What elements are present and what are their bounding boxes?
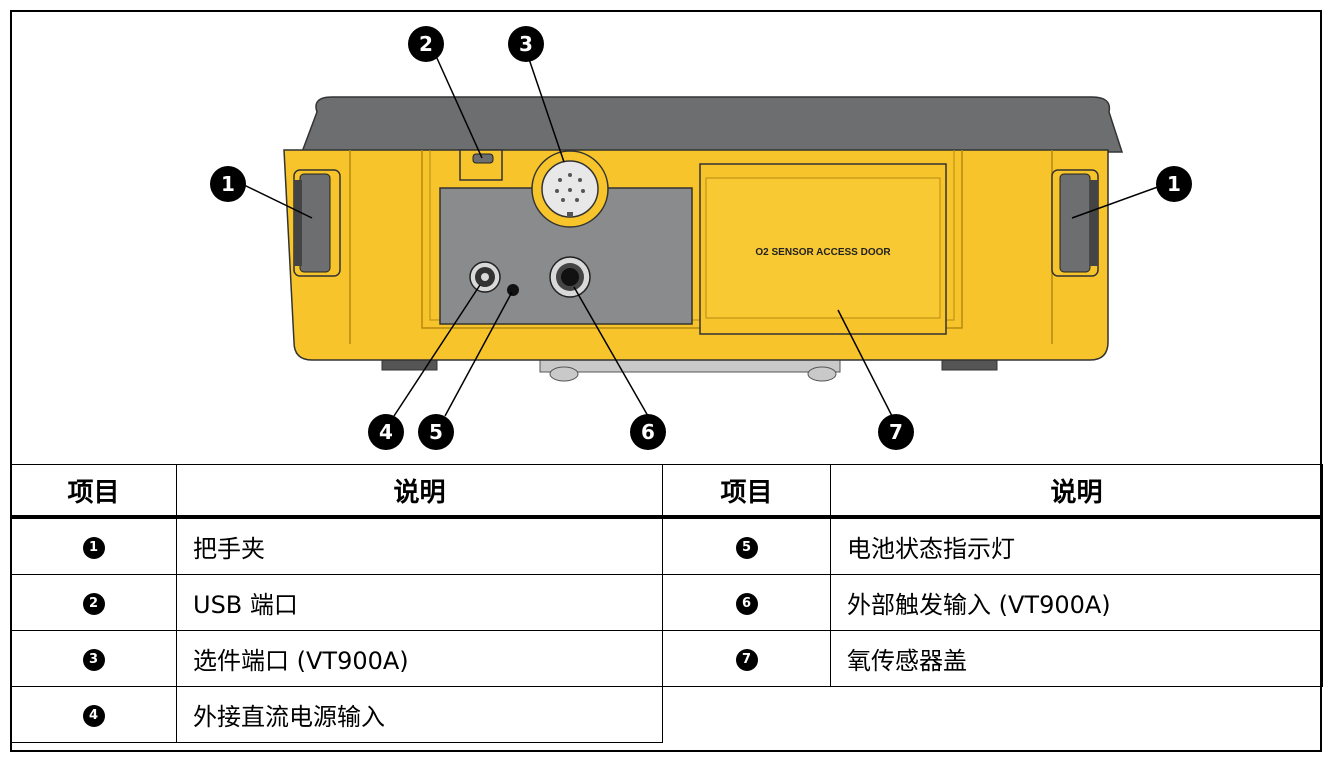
svg-text:3: 3 xyxy=(519,32,533,56)
item-description: USB 端口 xyxy=(176,574,663,631)
item-badge: 7 xyxy=(735,648,758,671)
svg-text:6: 6 xyxy=(641,420,655,444)
device-foot-right xyxy=(941,359,998,371)
handle-clip-left xyxy=(293,169,341,277)
callout-7: 7 xyxy=(878,414,914,450)
header-item-1: 项目 xyxy=(10,464,177,519)
device-foot-left xyxy=(381,359,438,371)
item-number-cell: 5 xyxy=(662,516,831,575)
item-number-cell: 2 xyxy=(10,574,177,631)
item-badge: 4 xyxy=(82,704,105,727)
legend-table: 项目 说明 项目 说明 1 把手夹 5 电池状态指示灯 2 USB 端口 6 外… xyxy=(10,464,1323,743)
item-number-cell: 4 xyxy=(10,686,177,743)
option-port xyxy=(531,150,609,228)
callout-1-left: 1 xyxy=(210,166,246,202)
svg-text:2: 2 xyxy=(419,32,433,56)
figure-frame xyxy=(10,10,1322,752)
item-description: 外接直流电源输入 xyxy=(176,686,663,743)
legend-header-row: 项目 说明 项目 说明 xyxy=(10,464,1323,519)
item-number-cell: 6 xyxy=(662,574,831,631)
callout-2: 2 xyxy=(408,26,444,62)
dc-power-input xyxy=(469,261,501,293)
item-badge: 2 xyxy=(82,592,105,615)
item-number-cell: 7 xyxy=(662,630,831,687)
battery-status-led xyxy=(507,284,519,296)
callout-5: 5 xyxy=(418,414,454,450)
header-desc-2: 说明 xyxy=(830,464,1323,519)
item-badge: 6 xyxy=(735,592,758,615)
trigger-input xyxy=(549,256,591,298)
o2-sensor-door: O2 SENSOR ACCESS DOOR xyxy=(699,163,947,335)
item-description: 选件端口 (VT900A) xyxy=(176,630,663,687)
header-item-2: 项目 xyxy=(662,464,831,519)
callout-4: 4 xyxy=(368,414,404,450)
svg-text:1: 1 xyxy=(1167,172,1181,196)
callout-6: 6 xyxy=(630,414,666,450)
usb-port xyxy=(459,149,503,181)
item-description: 电池状态指示灯 xyxy=(830,516,1323,575)
o2-door-label: O2 SENSOR ACCESS DOOR xyxy=(755,247,891,258)
handle-clip-right xyxy=(1051,169,1099,277)
svg-text:1: 1 xyxy=(221,172,235,196)
callout-1-right: 1 xyxy=(1156,166,1192,202)
svg-text:7: 7 xyxy=(889,420,903,444)
empty-cell xyxy=(662,686,1323,743)
callout-3: 3 xyxy=(508,26,544,62)
item-description: 外部触发输入 (VT900A) xyxy=(830,574,1323,631)
item-number-cell: 1 xyxy=(10,516,177,575)
table-row: 4 外接直流电源输入 xyxy=(10,686,1323,743)
item-badge: 5 xyxy=(735,536,758,559)
table-row: 2 USB 端口 6 外部触发输入 (VT900A) xyxy=(10,574,1323,631)
table-row: 3 选件端口 (VT900A) 7 氧传感器盖 xyxy=(10,630,1323,687)
header-desc-1: 说明 xyxy=(176,464,663,519)
item-badge: 1 xyxy=(82,536,105,559)
device-top-housing xyxy=(300,96,1124,153)
item-number-cell: 3 xyxy=(10,630,177,687)
device-rear-illustration: O2 SENSOR ACCESS DOOR 1 2 3 1 4 5 6 7 xyxy=(12,12,1320,464)
item-description: 把手夹 xyxy=(176,516,663,575)
svg-text:4: 4 xyxy=(379,420,393,444)
item-description: 氧传感器盖 xyxy=(830,630,1323,687)
svg-text:5: 5 xyxy=(429,420,443,444)
table-row: 1 把手夹 5 电池状态指示灯 xyxy=(10,516,1323,575)
item-badge: 3 xyxy=(82,648,105,671)
